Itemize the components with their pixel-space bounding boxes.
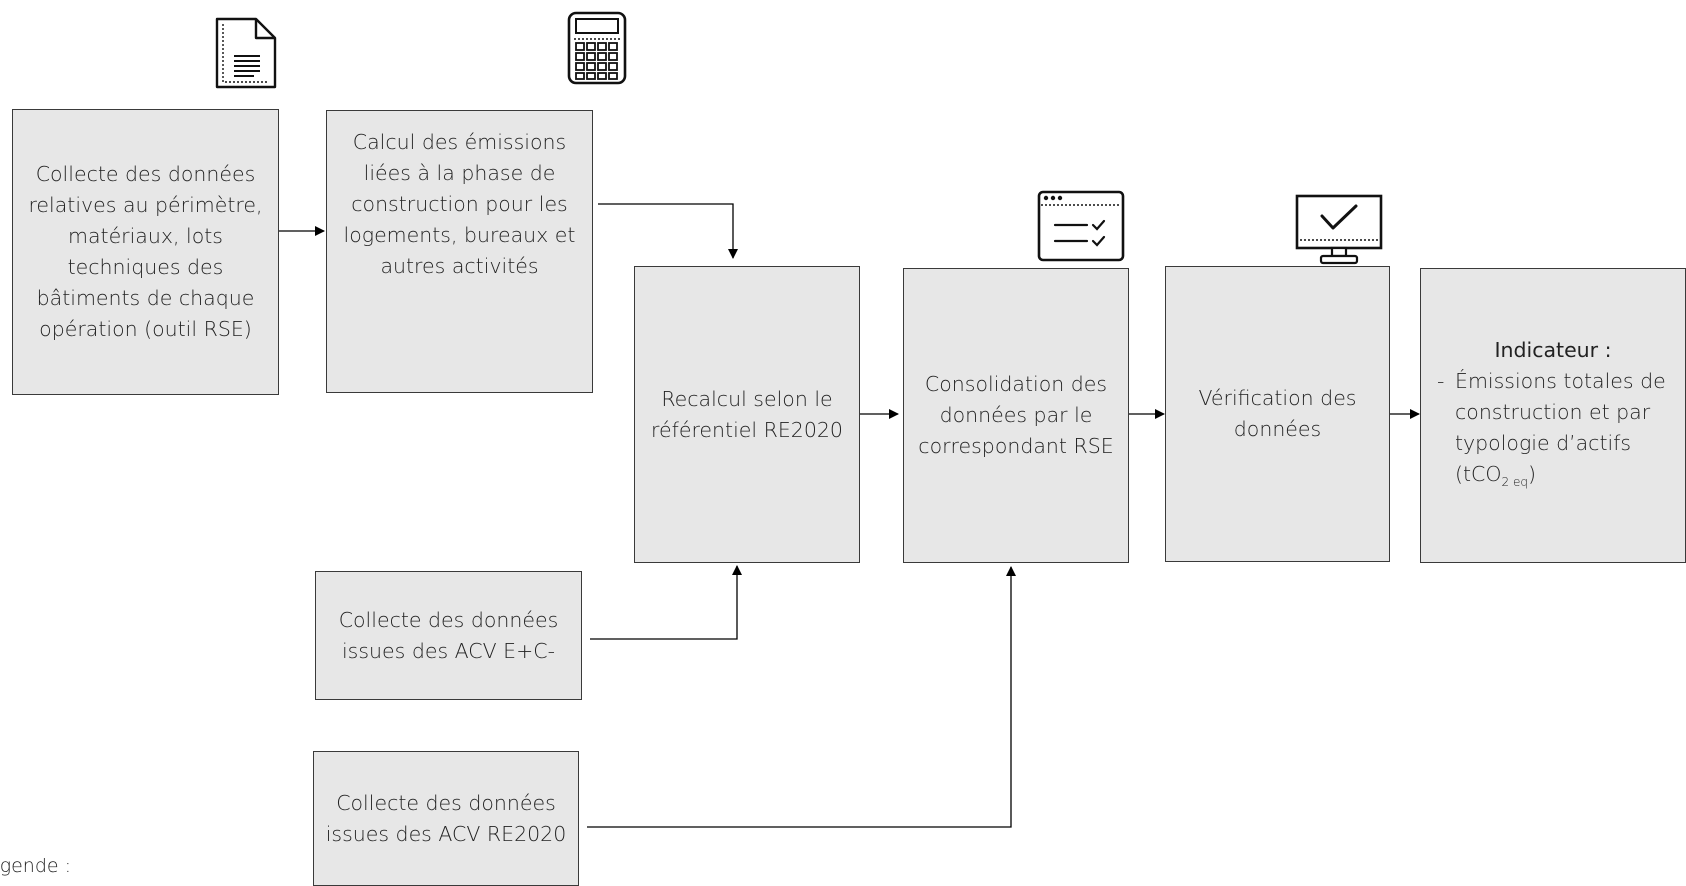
arrow-calcul-to-recalcul <box>598 203 738 259</box>
box-collecte-acv-ec-text: Collecte des données issues des ACV E+C- <box>338 607 559 663</box>
monitor-check-icon <box>1295 194 1383 265</box>
indicateur-item-end: ) <box>1527 462 1536 486</box>
indicateur-item-text: Émissions totales de construction et par… <box>1455 366 1669 490</box>
indicateur-title-label: Indicateur <box>1494 338 1599 362</box>
box-collecte-acv-re2020: Collecte des données issues des ACV RE20… <box>313 751 579 886</box>
indicateur-dash: - <box>1437 369 1445 393</box>
arrow-acv-re2020-to-consolidation <box>587 566 1016 828</box>
indicateur-title-colon: : <box>1598 338 1612 362</box>
indicateur-item-main: Émissions totales de construction et par… <box>1455 369 1666 486</box>
box-verification-text: Vérification des données <box>1198 386 1357 441</box>
box-collecte-acv-ec: Collecte des données issues des ACV E+C- <box>315 571 582 700</box>
box-calcul-emissions: Calcul des émissions liées à la phase de… <box>326 110 593 393</box>
document-icon <box>215 17 277 89</box>
box-indicateur: Indicateur : - Émissions totales de cons… <box>1420 268 1686 563</box>
box-collecte-acv-re2020-text: Collecte des données issues des ACV RE20… <box>325 790 567 846</box>
box-recalcul-re2020: Recalcul selon le référentiel RE2020 <box>634 266 860 563</box>
box-verification: Vérification des données <box>1165 266 1390 562</box>
box-recalcul-re2020-text: Recalcul selon le référentiel RE2020 <box>651 386 843 442</box>
box-calcul-emissions-text: Calcul des émissions liées à la phase de… <box>343 130 576 278</box>
arrow-acv-ec-to-recalcul <box>590 565 742 640</box>
indicateur-item-sub: 2 eq <box>1501 475 1528 490</box>
browser-checklist-icon <box>1037 190 1125 262</box>
indicateur-item: - Émissions totales de construction et p… <box>1437 366 1669 490</box>
box-collecte-rse-text: Collecte des données relatives au périmè… <box>28 162 263 341</box>
legend-label: égende : <box>0 855 72 877</box>
box-collecte-rse: Collecte des données relatives au périmè… <box>12 109 279 395</box>
box-consolidation-text: Consolidation des données par le corresp… <box>918 372 1114 458</box>
calculator-icon <box>567 11 627 85</box>
indicateur-title: Indicateur : <box>1437 335 1669 366</box>
box-consolidation: Consolidation des données par le corresp… <box>903 268 1129 563</box>
